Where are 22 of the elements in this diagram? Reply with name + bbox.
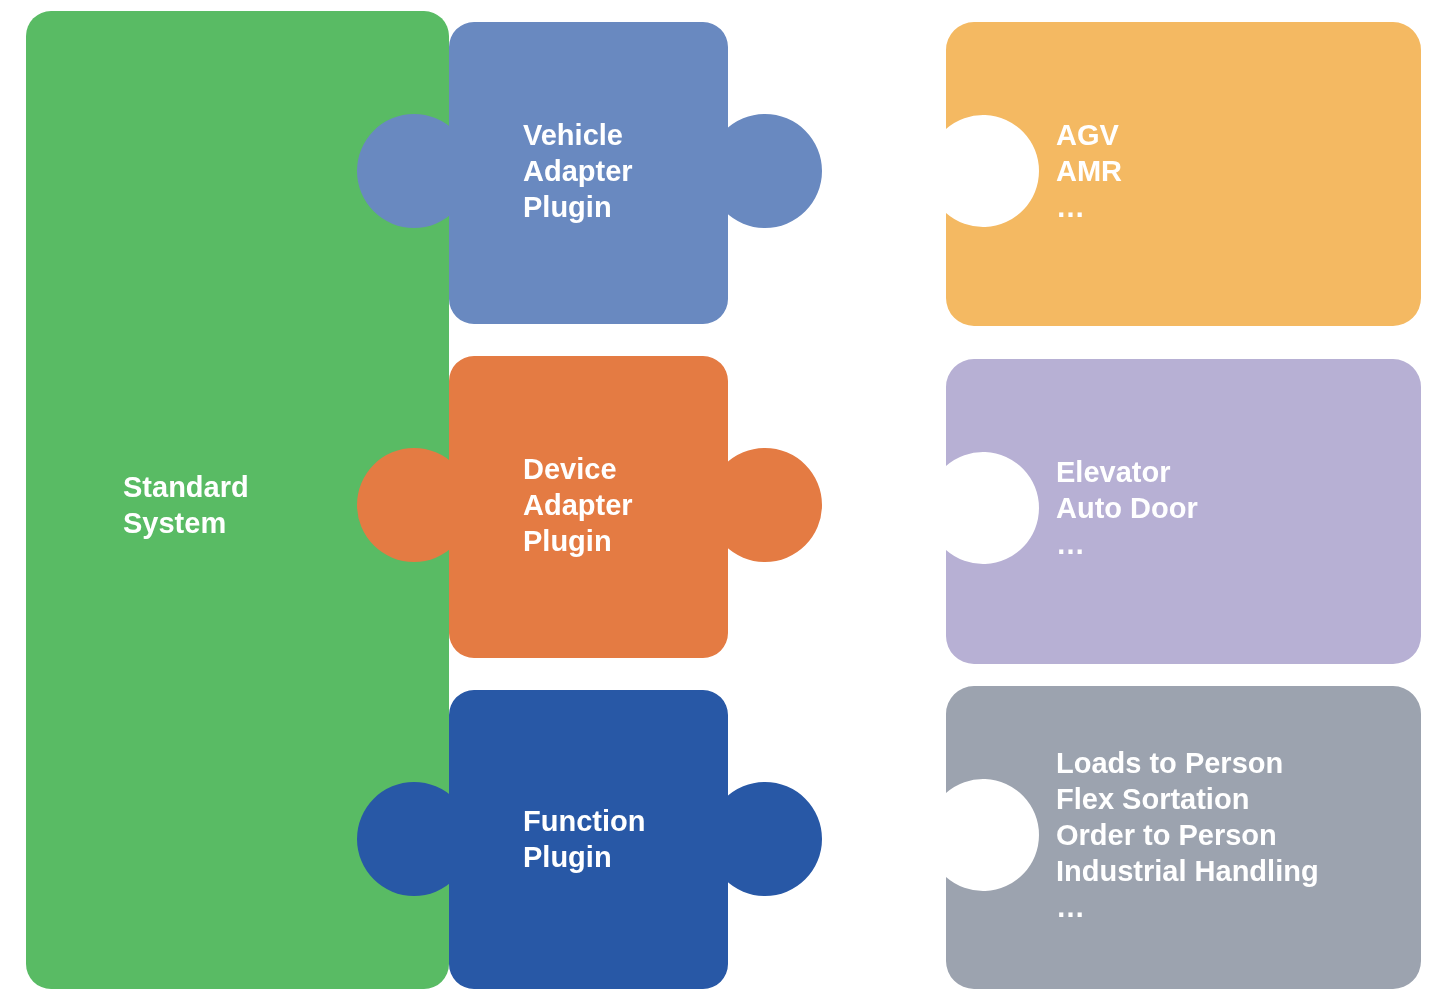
- block-label: Vehicle Adapter Plugin: [523, 118, 634, 225]
- list-item-text: Loads to Person: [1056, 746, 1285, 781]
- list-item-text: Order to Person: [1056, 818, 1278, 853]
- target-card: [946, 359, 1421, 664]
- puzzle-piece: [357, 356, 822, 658]
- list-item-text: Flex Sortation: [1056, 782, 1251, 817]
- target-card: [946, 686, 1421, 989]
- list-item-text: Industrial Handling: [1056, 854, 1320, 889]
- list-item-text: Elevator: [1056, 455, 1172, 490]
- target-card: [946, 22, 1421, 326]
- list-item-text: …: [1056, 190, 1086, 225]
- block-label: Standard System: [123, 470, 250, 541]
- list-item-text: …: [1056, 527, 1086, 562]
- block-label: Function Plugin: [523, 804, 647, 875]
- list-item-text: AGV: [1056, 118, 1120, 153]
- list-item-text: Auto Door: [1056, 491, 1199, 526]
- block-label: Device Adapter Plugin: [523, 452, 634, 559]
- puzzle-piece: [357, 22, 822, 324]
- puzzle-piece: [357, 690, 822, 989]
- list-item-text: AMR: [1056, 154, 1124, 189]
- system-block: [26, 11, 449, 989]
- list-item-text: …: [1056, 890, 1086, 925]
